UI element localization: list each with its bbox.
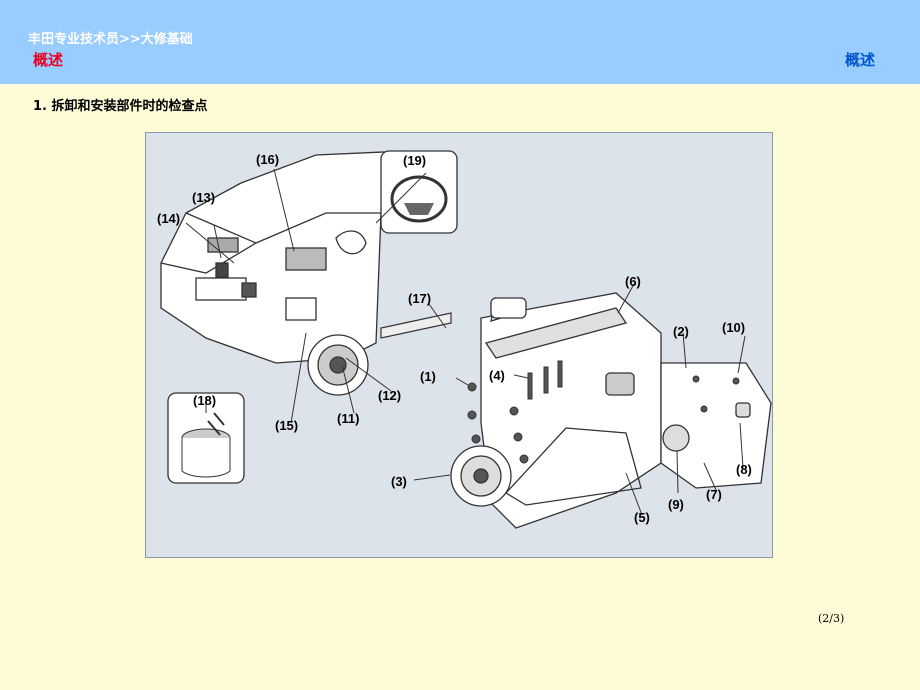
callout-2: (2) — [673, 324, 689, 339]
breadcrumb: 丰田专业技术员>>大修基础 — [28, 32, 193, 47]
callout-labels: (1) (2) (3) (4) (5) (6) (7) (8) (9) (10)… — [157, 152, 752, 525]
callout-9: (9) — [668, 497, 684, 512]
callout-15: (15) — [275, 418, 298, 433]
bolt-marks — [467, 360, 740, 464]
engine-illustration — [450, 292, 772, 529]
header-bar: 丰田专业技术员>>大修基础 概述 概述 — [0, 0, 920, 84]
page-title: 概述 — [33, 51, 64, 69]
vehicle-illustration — [160, 150, 447, 396]
callout-19: (19) — [403, 153, 426, 168]
callout-16: (16) — [256, 152, 279, 167]
callout-11: (11) — [337, 411, 359, 426]
page-indicator: (2/3) — [818, 612, 845, 625]
callout-1: (1) — [420, 369, 436, 384]
steering-wheel-inset — [380, 150, 458, 234]
callout-4: (4) — [489, 368, 505, 383]
callout-18: (18) — [193, 393, 216, 408]
callout-3: (3) — [391, 474, 407, 489]
cap-inset — [167, 392, 245, 484]
callout-7: (7) — [706, 487, 722, 502]
leader-lines — [185, 168, 746, 516]
engine-vehicle-diagram: (1) (2) (3) (4) (5) (6) (7) (8) (9) (10)… — [145, 132, 773, 558]
callout-12: (12) — [378, 388, 401, 403]
callout-5: (5) — [634, 510, 650, 525]
trim-strip — [380, 312, 452, 339]
callout-14: (14) — [157, 211, 180, 226]
callout-6: (6) — [625, 274, 641, 289]
section-title: 概述 — [845, 51, 876, 69]
callout-8: (8) — [736, 462, 752, 477]
callout-13: (13) — [192, 190, 215, 205]
callout-10: (10) — [722, 320, 745, 335]
callout-17: (17) — [408, 291, 431, 306]
section-heading: 1. 拆卸和安装部件时的检查点 — [33, 99, 208, 114]
